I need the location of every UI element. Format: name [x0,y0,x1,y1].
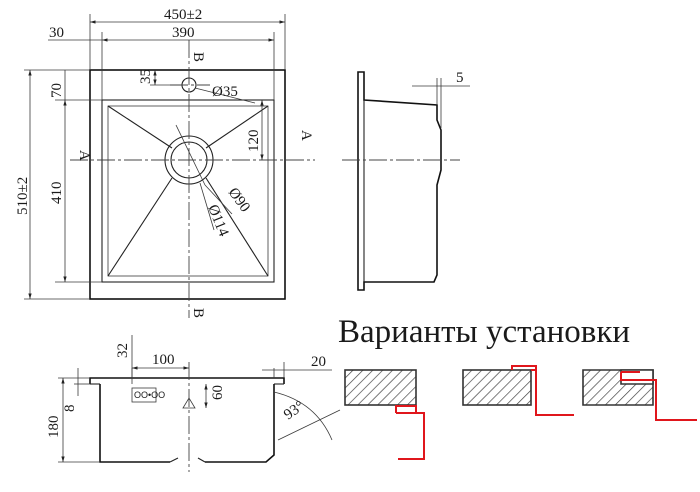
install-option-flush [462,365,574,416]
install-option-undermount [582,369,697,421]
bowl-outline [101,99,275,283]
dim-8: 8 [62,405,78,413]
section-mark-left: A [76,150,92,161]
dim-60: 60 [210,385,226,400]
section-mark-bottom: B [190,308,206,318]
dim-overall-depth: 510±2 [15,177,31,215]
dim-flange-left: 30 [49,25,64,41]
plan-view: 450±2 390 30 35 Ø35 510±2 410 70 120 [15,7,315,318]
dim-bowl-width: 390 [172,25,195,41]
dim-tap-hole: Ø35 [212,84,238,100]
dim-180: 180 [46,416,62,439]
dim-20: 20 [311,354,326,370]
installation-options: Варианты установки [338,314,697,460]
overflow-mark: OO•OO [134,390,165,400]
section-view: OO•OO 32 100 20 180 8 60 93° [46,335,341,472]
dim-top-flange: 70 [49,83,65,98]
dim-tap-offset: 35 [138,69,154,84]
dim-drain-outer: Ø114 [204,203,231,240]
dim-angle: 93° [281,398,307,423]
sink-outer-outline [89,69,286,300]
dim-overall-width: 450±2 [164,7,202,23]
install-option-surface [344,369,425,460]
dim-100: 100 [152,352,175,368]
install-title: Варианты установки [338,314,630,350]
section-mark-right: A [298,130,314,141]
section-mark-top: B [190,52,206,62]
dim-drain-offset: 120 [246,130,262,153]
dim-bowl-depth: 410 [49,182,65,205]
side-view: 5 [342,70,470,291]
dim-rim: 5 [456,70,464,86]
dim-32: 32 [115,343,131,358]
